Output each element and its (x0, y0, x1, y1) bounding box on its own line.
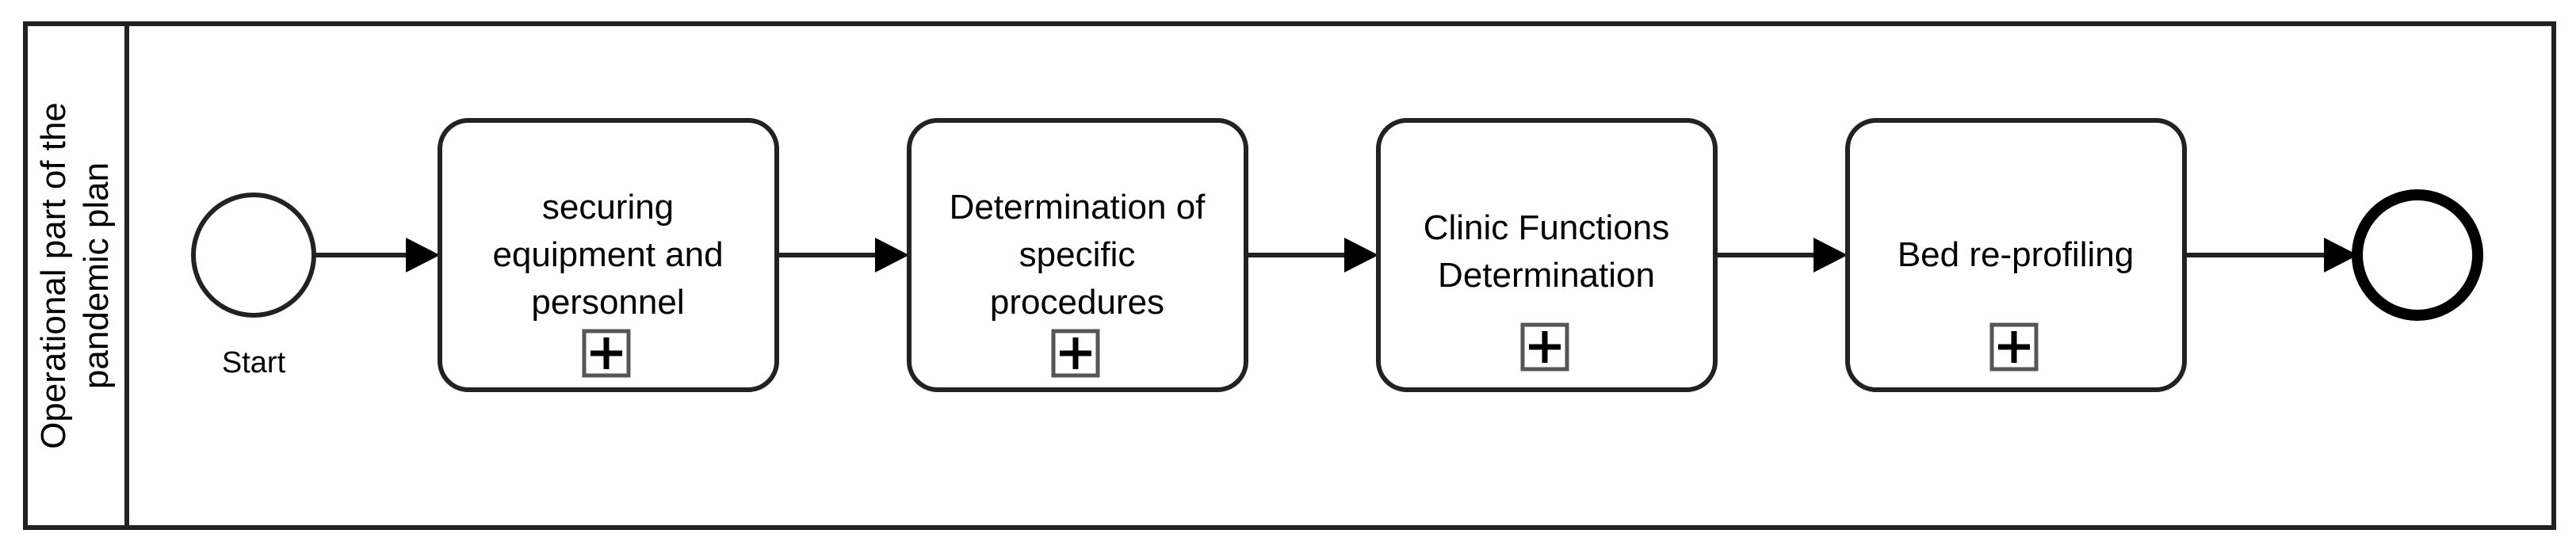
arrowhead-icon (1344, 238, 1378, 272)
arrowhead-icon (875, 238, 909, 272)
arrowhead-icon (406, 238, 440, 272)
lane-label[interactable]: Operational part of the pandemic plan (34, 102, 116, 449)
task-label-line: specific (1019, 235, 1136, 274)
task-box (1376, 118, 1718, 392)
task-box (438, 118, 779, 392)
task-3[interactable]: Clinic Functions Determination (1376, 118, 1718, 392)
task-label-line: equipment and (492, 235, 723, 274)
plus-icon[interactable] (1520, 322, 1569, 372)
task-box (907, 118, 1248, 392)
lane-label-line-2: pandemic plan (77, 162, 116, 389)
task-4[interactable]: Bed re-profiling (1845, 118, 2187, 392)
task-label-line: procedures (990, 283, 1164, 322)
task-label-line: personnel (531, 283, 684, 322)
start-event-label: Start (222, 346, 286, 379)
task-label-line: Determination (1438, 256, 1655, 295)
task-2[interactable]: Determination of specific procedures (907, 118, 1248, 392)
task-label-line: Determination of (950, 188, 1206, 227)
arrowhead-icon (1814, 238, 1848, 272)
sequence-flows (315, 238, 2358, 272)
plus-icon[interactable] (582, 329, 631, 378)
task-label-line: Bed re-profiling (1898, 235, 2134, 274)
plus-icon[interactable] (1051, 329, 1100, 378)
task-1[interactable]: securing equipment and personnel (438, 118, 779, 392)
task-box (1845, 118, 2187, 392)
end-event[interactable] (2352, 189, 2483, 321)
task-label-line: Clinic Functions (1424, 208, 1670, 247)
lane-label-line-1: Operational part of the (34, 102, 73, 449)
plus-icon[interactable] (1989, 322, 2039, 372)
arrowhead-icon (2324, 238, 2358, 272)
task-label-line: securing (542, 188, 674, 227)
start-event[interactable] (191, 192, 316, 318)
